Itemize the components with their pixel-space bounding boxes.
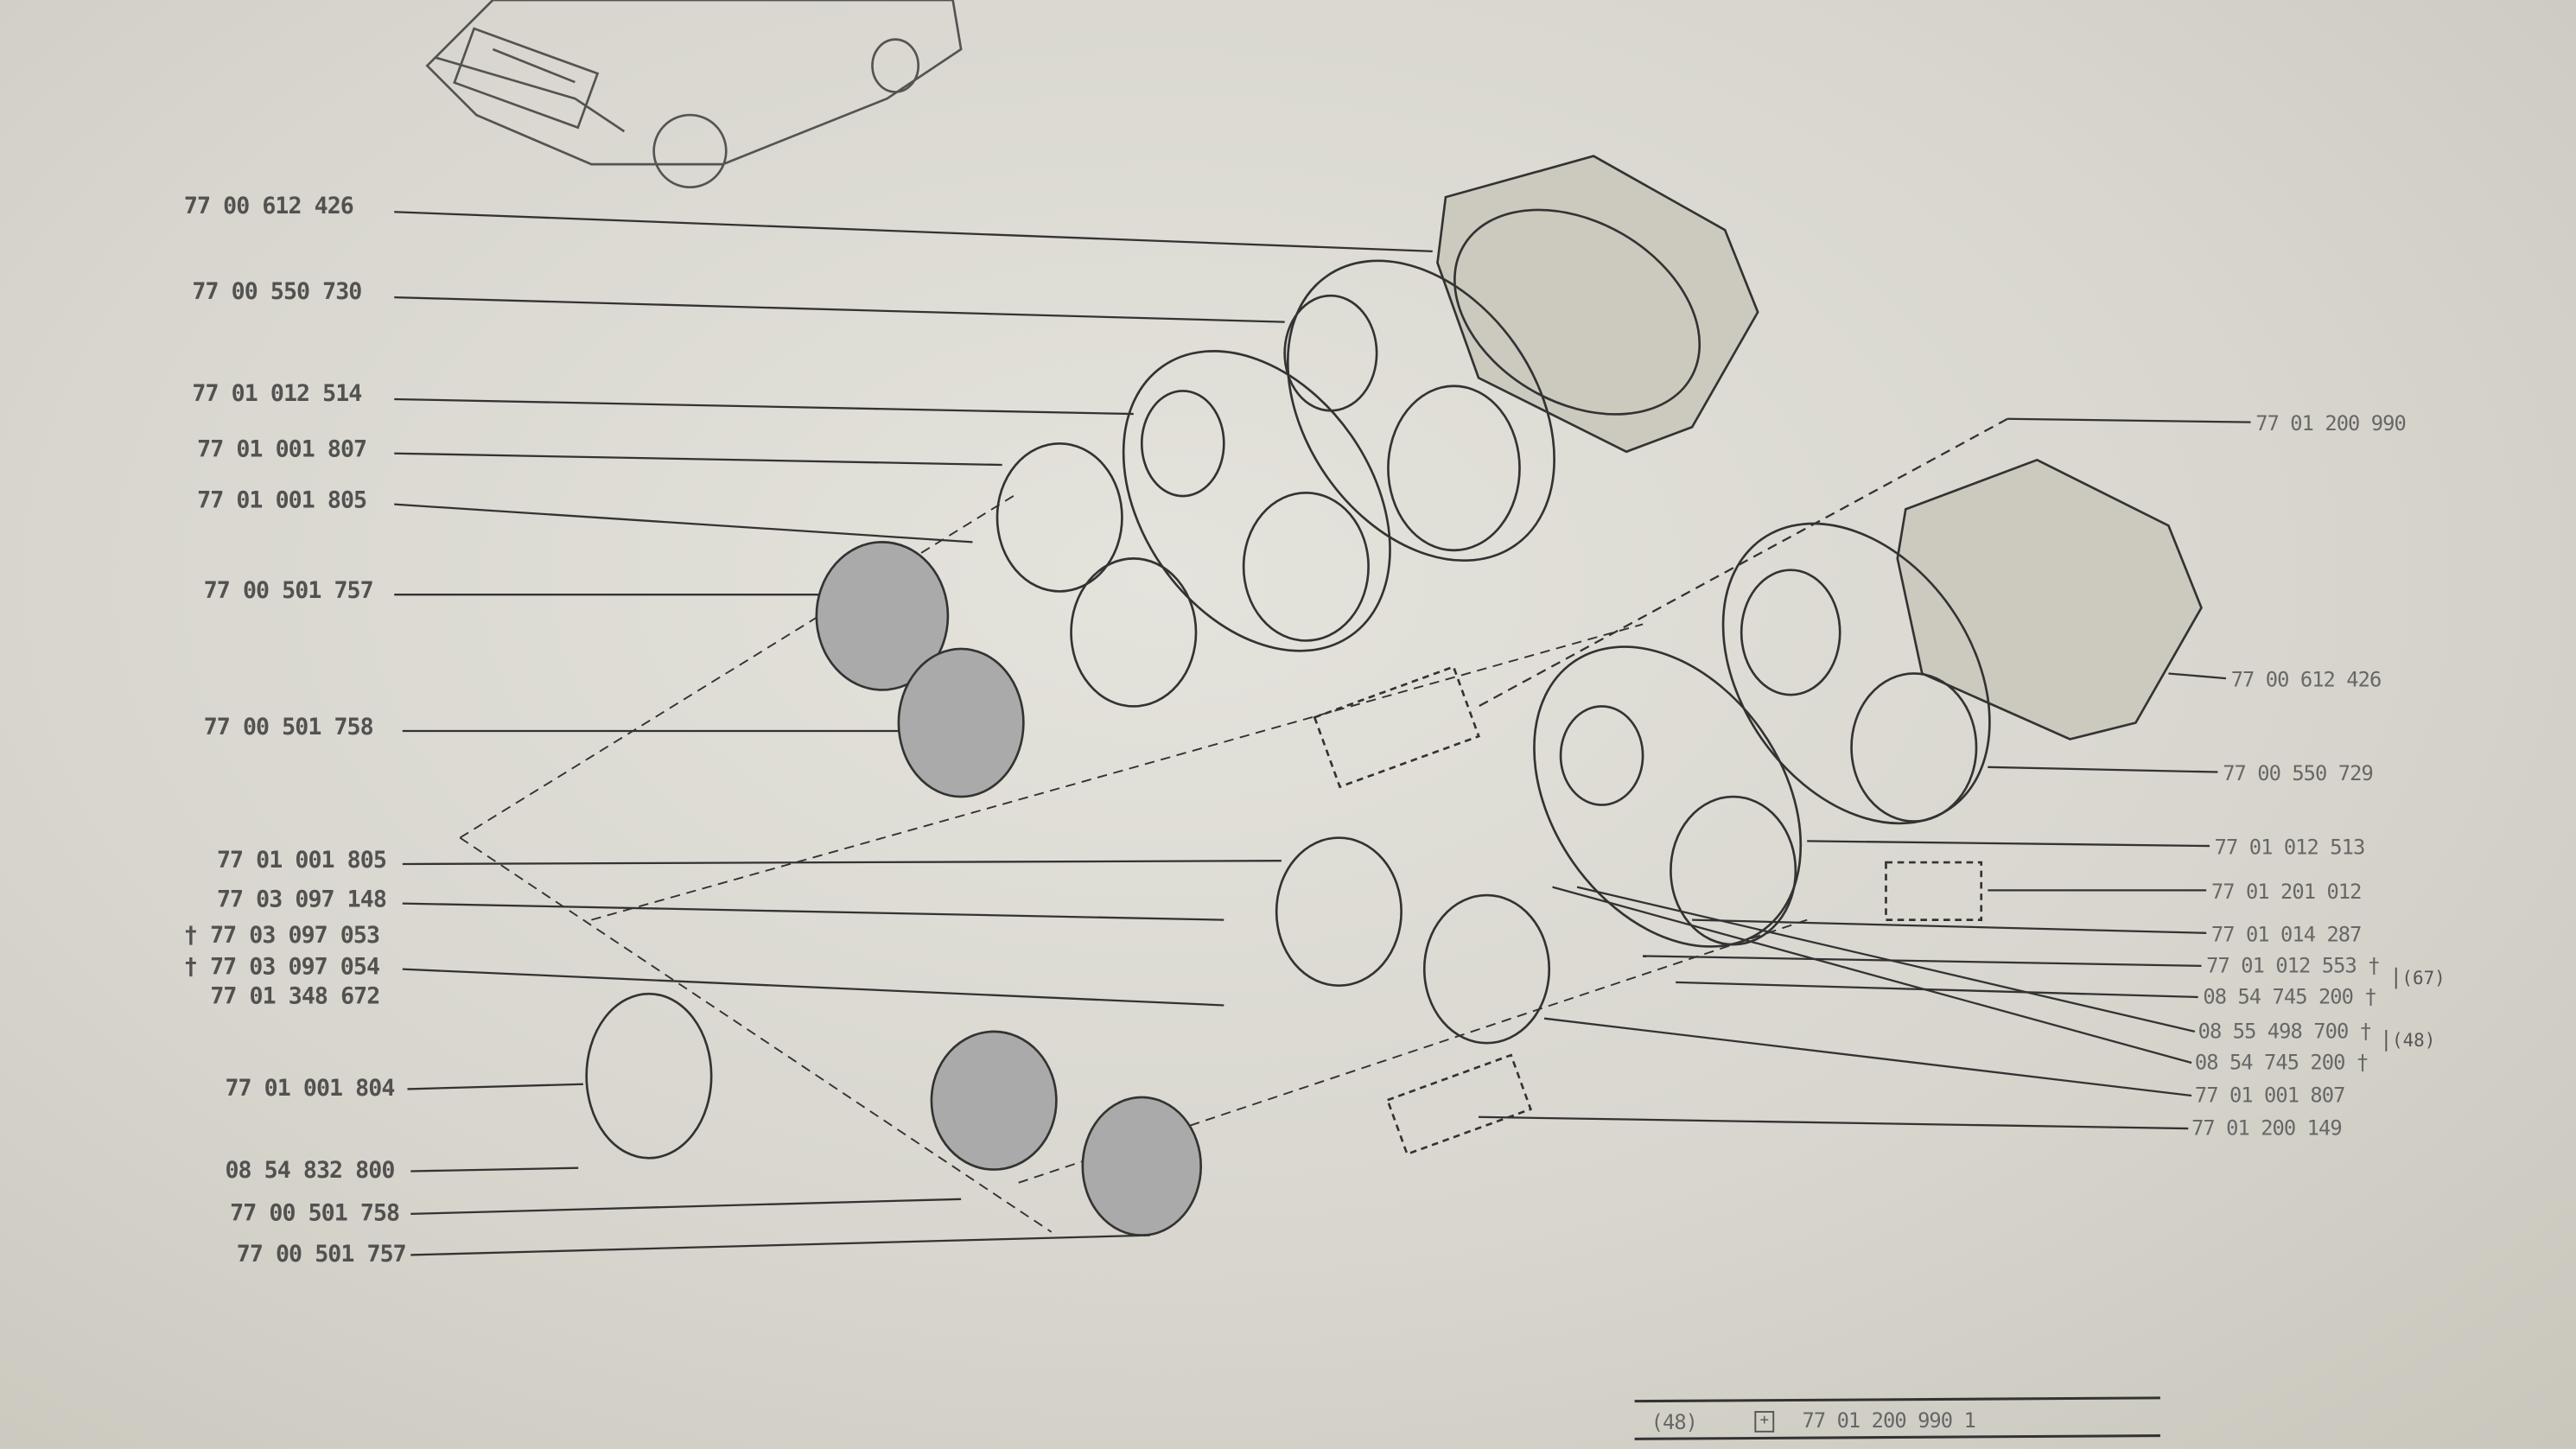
left-label: 77 01 001 805 [197,487,367,515]
right-label: 77 01 014 287 [2210,921,2363,947]
left-label: 77 00 550 730 [192,279,362,306]
left-label: 77 00 612 426 [183,194,354,220]
footer-part-number: 77 01 200 990 1 [1802,1408,1976,1433]
right-headlamp-assembly [585,458,2203,1236]
group-ref-67: (67) [2395,967,2446,989]
right-label: 08 54 745 200 † [2203,983,2376,1009]
left-label: 77 03 097 148 [216,887,387,914]
car-illustration [425,0,963,189]
right-label: 77 01 200 149 [2191,1115,2343,1141]
left-label: 77 01 012 514 [192,381,362,408]
left-label: 77 01 348 672 [210,983,380,1011]
footer-ref: (48) [1651,1409,1698,1434]
right-label: 77 01 201 012 [2210,879,2363,904]
right-label: 77 00 612 426 [2230,666,2382,692]
left-label: 77 01 001 805 [216,847,387,874]
left-label: 77 00 501 757 [236,1242,407,1268]
left-label: 08 54 832 800 [225,1158,395,1185]
right-label: 77 00 550 729 [2223,760,2374,785]
left-label: 77 01 001 804 [225,1076,395,1103]
right-label: 08 55 498 700 † [2198,1018,2372,1044]
left-label: 77 01 001 807 [197,436,367,464]
right-label: 77 01 001 807 [2194,1082,2346,1108]
left-label: 77 00 501 758 [230,1200,400,1228]
right-label: 77 01 200 990 [2255,410,2407,435]
left-label: † 77 03 097 054 [183,954,380,981]
group-ref-48: (48) [2385,1029,2435,1052]
left-label: 77 00 501 757 [203,578,374,605]
right-label: 77 01 012 513 [2214,834,2366,860]
left-label: 77 00 501 758 [203,714,374,741]
right-label: 77 01 012 553 † [2206,952,2380,978]
square-plus-icon: + [1754,1411,1775,1433]
left-headlamp-assembly [815,155,1759,798]
left-label: † 77 03 097 053 [183,923,380,950]
right-label: 08 54 745 200 † [2194,1049,2369,1075]
